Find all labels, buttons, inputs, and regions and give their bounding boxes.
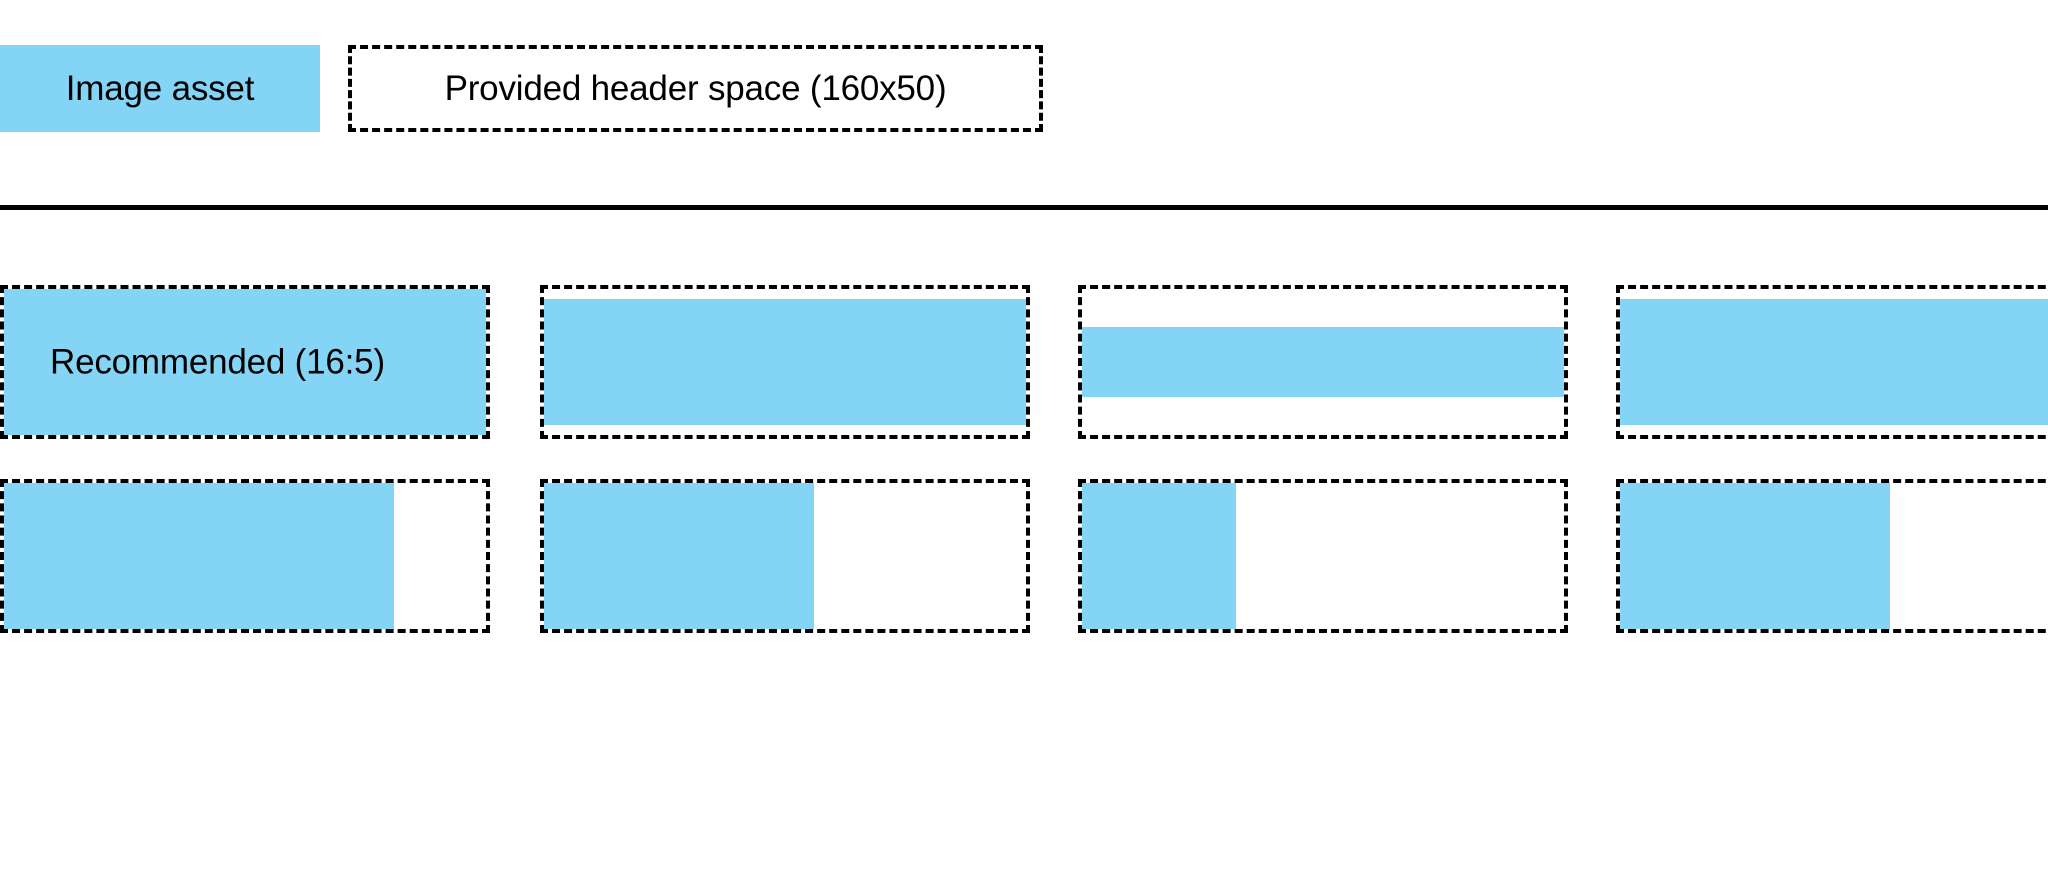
ratio-box (1616, 285, 2048, 439)
ratio-box (540, 285, 1030, 439)
provided-header-space-label: Provided header space (160x50) (444, 69, 947, 108)
asset-fill (544, 299, 1026, 425)
legend-band: Image asset Provided header space (160x5… (0, 45, 2048, 132)
asset-fill (1620, 299, 2048, 425)
asset-fill (4, 289, 486, 435)
ratio-box (1616, 479, 2048, 633)
ratio-box: Recommended (16:5) (0, 285, 490, 439)
image-asset-label: Image asset (65, 69, 255, 108)
recommended-ratio-label: Recommended (16:5) (50, 342, 385, 382)
provided-header-space-box: Provided header space (160x50) (348, 45, 1043, 132)
asset-fill (1082, 483, 1237, 629)
asset-fill (4, 483, 395, 629)
ratio-box (540, 479, 1030, 633)
horizontal-crop-row (0, 479, 2048, 633)
ratio-box (0, 479, 490, 633)
asset-fill (1620, 483, 1890, 629)
image-asset-swatch: Image asset (0, 45, 320, 132)
ratio-box (1078, 285, 1568, 439)
asset-fill (1082, 326, 1564, 398)
ratio-box (1078, 479, 1568, 633)
vertical-crop-row: Recommended (16:5) (0, 285, 2048, 439)
asset-fill (544, 483, 814, 629)
section-divider (0, 205, 2048, 210)
